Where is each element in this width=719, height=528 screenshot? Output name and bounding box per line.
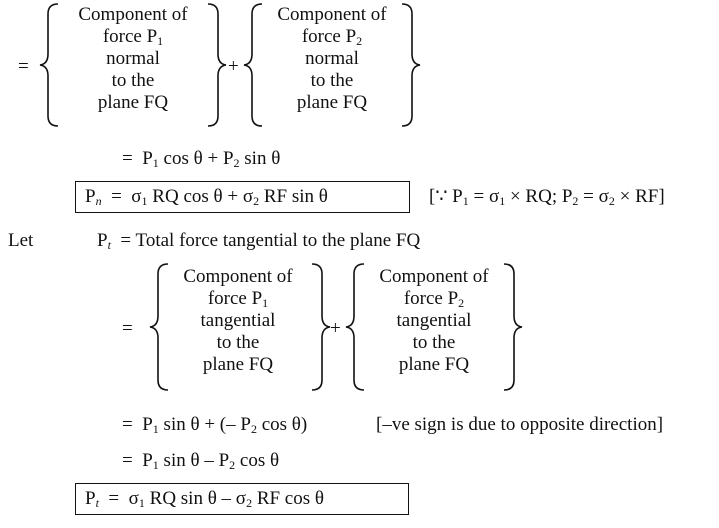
boxed-normal-force-equation: Pn = σ1 RQ cos θ + σ2 RF sin θ [75,181,410,213]
normal-component-force-p2: Component of force P2 normal to the plan… [277,4,387,113]
left-brace-icon [345,263,365,391]
right-brace-icon [207,3,227,127]
equals-sign: = [122,318,133,339]
normal-component-force-p1: Component of force P1 normal to the plan… [78,4,188,113]
boxed-tangential-force-equation: Pt = σ1 RQ sin θ – σ2 RF cos θ [75,483,409,515]
substitution-note: [∵ P1 = σ1 × RQ; P2 = σ2 × RF] [429,186,665,208]
left-brace-icon [149,263,169,391]
plus-sign: + [228,56,239,77]
tangential-force-line-1: = P1 sin θ + (– P2 cos θ) [122,414,308,436]
let-label: Let [8,230,34,251]
right-brace-icon [401,3,421,127]
plus-sign: + [330,318,341,339]
right-brace-icon [503,263,523,391]
normal-force-sum-line: = P1 cos θ + P2 sin θ [122,148,281,170]
tangential-force-line-2: = P1 sin θ – P2 cos θ [122,450,280,472]
left-brace-icon [39,3,59,127]
opposite-direction-note: [–ve sign is due to opposite direction] [376,414,664,435]
tangential-force-definition: Pt = Total force tangential to the plane… [97,230,421,252]
tangential-component-force-p1: Component of force P1 tangential to the … [183,266,293,375]
tangential-component-force-p2: Component of force P2 tangential to the … [379,266,489,375]
left-brace-icon [243,3,263,127]
right-brace-icon [311,263,331,391]
equals-sign: = [18,56,29,77]
